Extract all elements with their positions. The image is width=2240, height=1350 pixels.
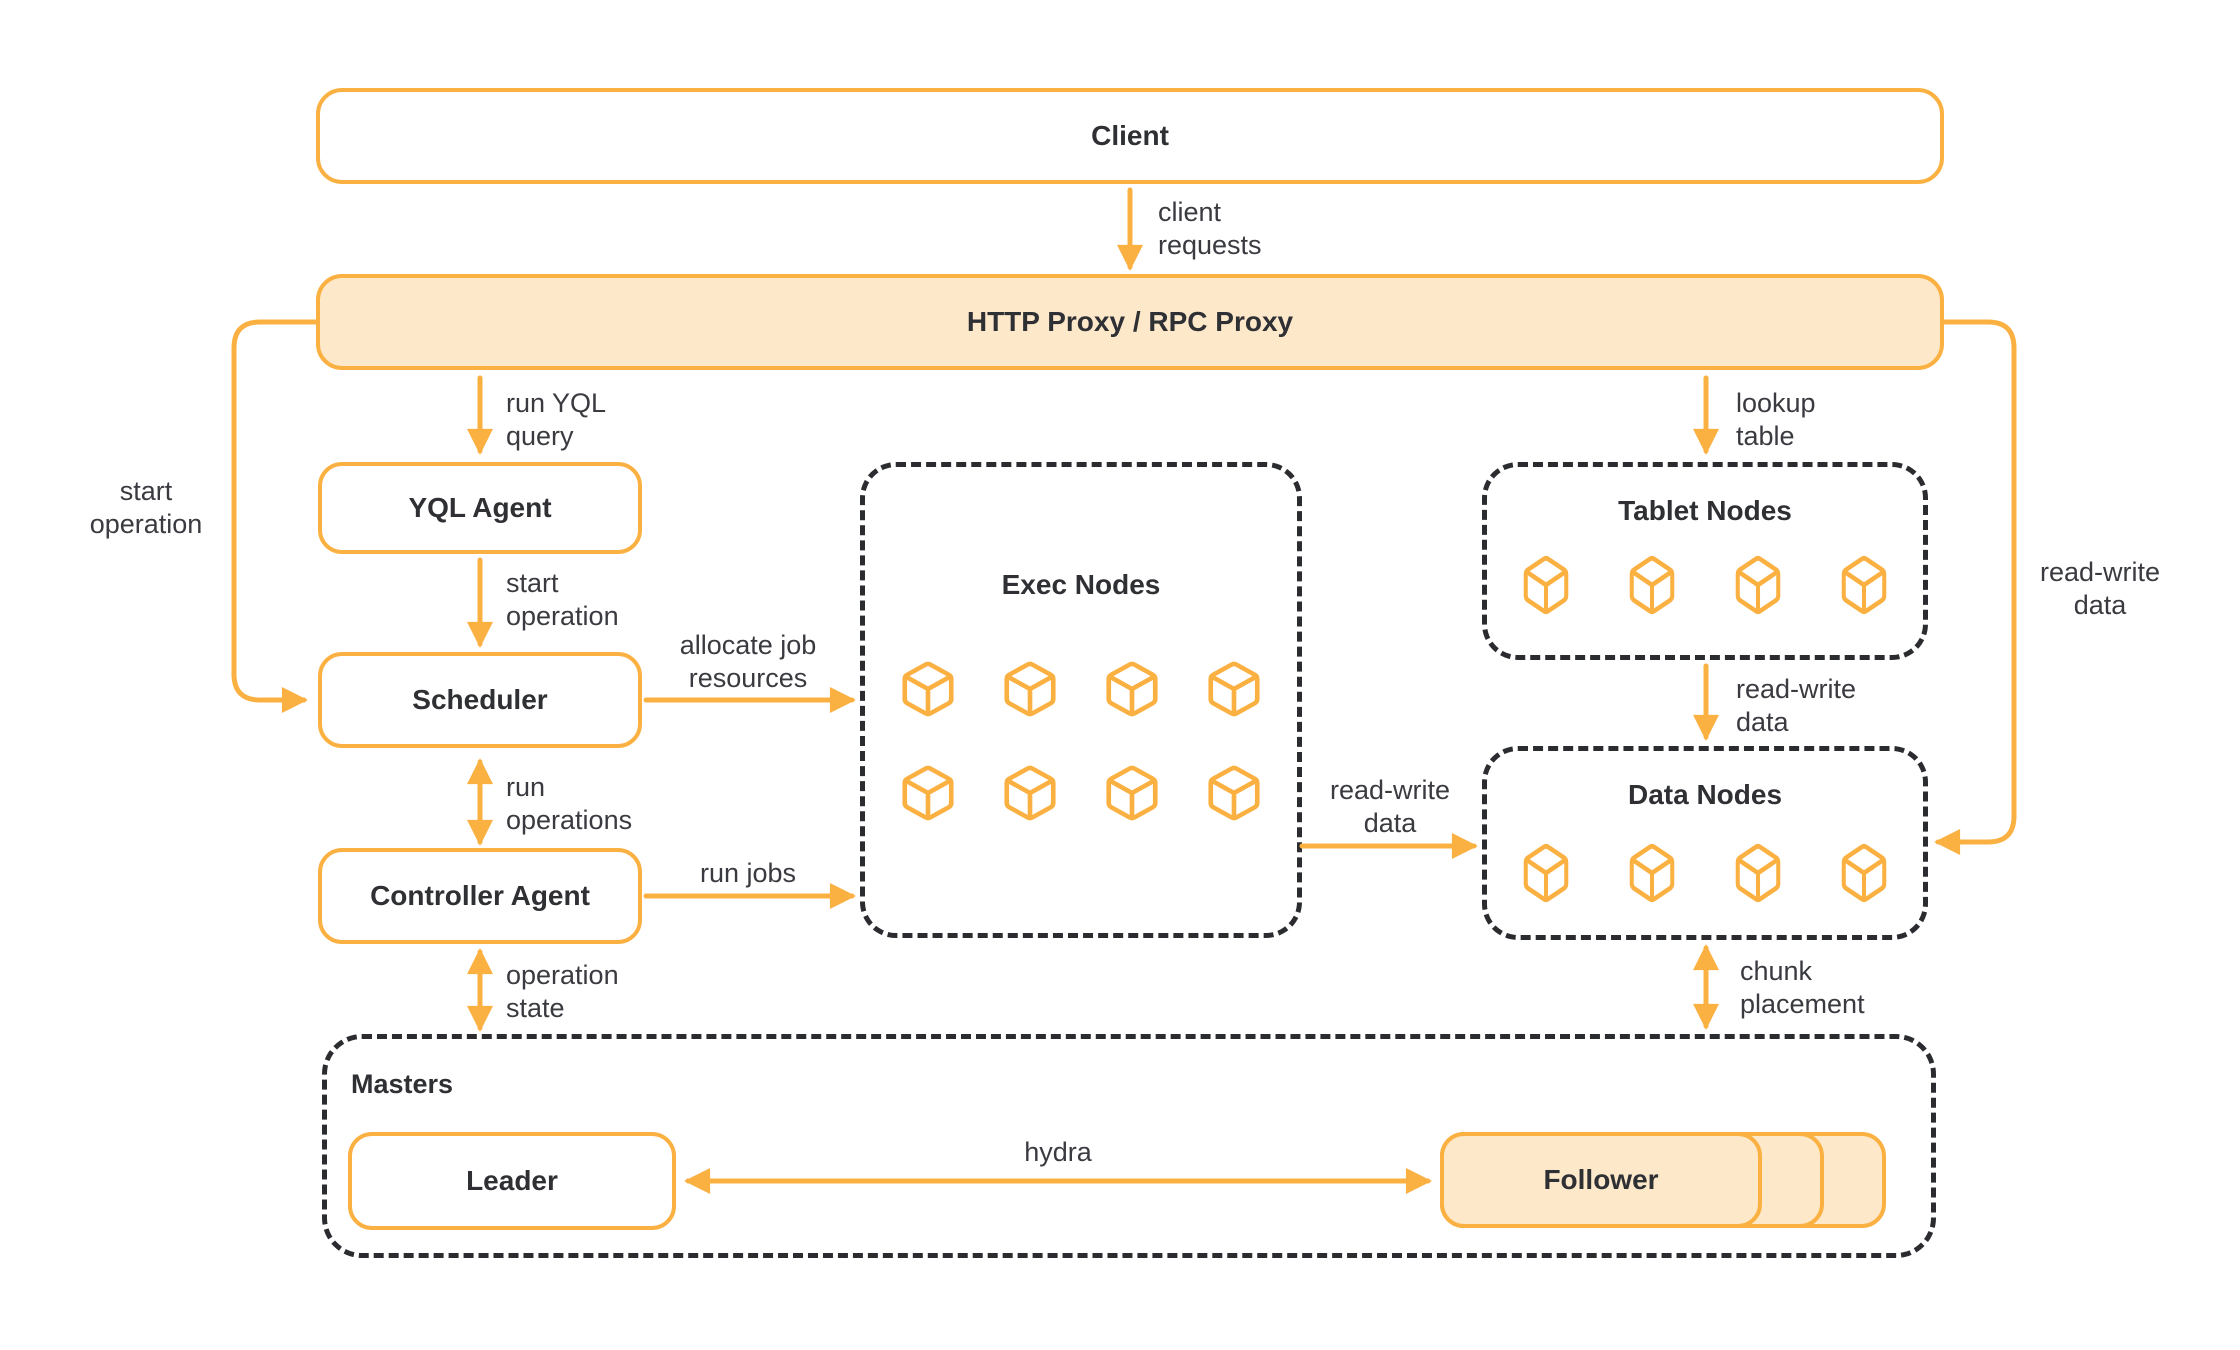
node-cube-icon [1629,555,1675,615]
node-cube-icon [1735,843,1781,903]
node-cube-icon [1841,843,1887,903]
label-start-operation: start operation [506,568,619,631]
masters-box: Masters [322,1034,1936,1258]
node-cube-icon [1208,765,1260,821]
label-operation-state: operation state [506,960,619,1023]
controller-agent-label: Controller Agent [370,880,590,911]
leader-label: Leader [466,1165,558,1196]
masters-title: Masters [351,1069,454,1099]
node-cube-icon [1735,555,1781,615]
leader-box: Leader [348,1132,676,1230]
label-run-jobs: run jobs [699,858,797,888]
label-read-write-exec: read-write data [1329,775,1451,838]
scheduler-label: Scheduler [412,684,548,715]
data-nodes-title: Data Nodes [1627,779,1783,810]
client-box: Client [316,88,1944,184]
label-start-operation-proxy: start operation [89,476,203,539]
follower-label: Follower [1543,1164,1659,1195]
label-chunk-placement: chunk placement [1740,956,1865,1019]
http-rpc-proxy-label: HTTP Proxy / RPC Proxy [966,306,1294,337]
label-allocate-job-resources: allocate job resources [679,630,817,693]
node-cube-icon [1208,661,1260,717]
yql-agent-label: YQL Agent [408,492,552,523]
tablet-nodes-cube-row [1487,553,1923,617]
label-read-write-proxy: read-write data [2039,557,2161,620]
tablet-nodes-box: Tablet Nodes [1482,462,1928,660]
scheduler-box: Scheduler [318,652,642,748]
arrow-read-write-proxy-loop [1934,319,2017,855]
exec-nodes-cube-row-2 [865,763,1297,823]
node-cube-icon [1004,661,1056,717]
node-cube-icon [1106,765,1158,821]
label-client-requests: client requests [1158,197,1262,260]
node-cube-icon [1629,843,1675,903]
node-cube-icon [1004,765,1056,821]
node-cube-icon [902,661,954,717]
node-cube-icon [1523,555,1569,615]
node-cube-icon [902,765,954,821]
label-run-yql-query: run YQL query [506,388,607,451]
yql-agent-box: YQL Agent [318,462,642,554]
label-hydra: hydra [1024,1137,1092,1167]
client-label: Client [1091,120,1169,151]
controller-agent-box: Controller Agent [318,848,642,944]
tablet-nodes-title: Tablet Nodes [1618,495,1792,526]
exec-nodes-title: Exec Nodes [1001,569,1161,600]
label-lookup-table: lookup table [1736,388,1816,451]
node-cube-icon [1841,555,1887,615]
exec-nodes-cube-row-1 [865,659,1297,719]
node-cube-icon [1106,661,1158,717]
data-nodes-cube-row [1487,841,1923,905]
node-cube-icon [1523,843,1569,903]
label-read-write-tablet: read-write data [1736,674,1857,737]
arrow-start-operation-proxy-loop [231,319,319,713]
label-run-operations: run operations [506,772,633,835]
data-nodes-box: Data Nodes [1482,746,1928,940]
http-rpc-proxy-box: HTTP Proxy / RPC Proxy [316,274,1944,370]
exec-nodes-box: Exec Nodes [860,462,1302,938]
follower-box: Follower [1440,1132,1762,1228]
